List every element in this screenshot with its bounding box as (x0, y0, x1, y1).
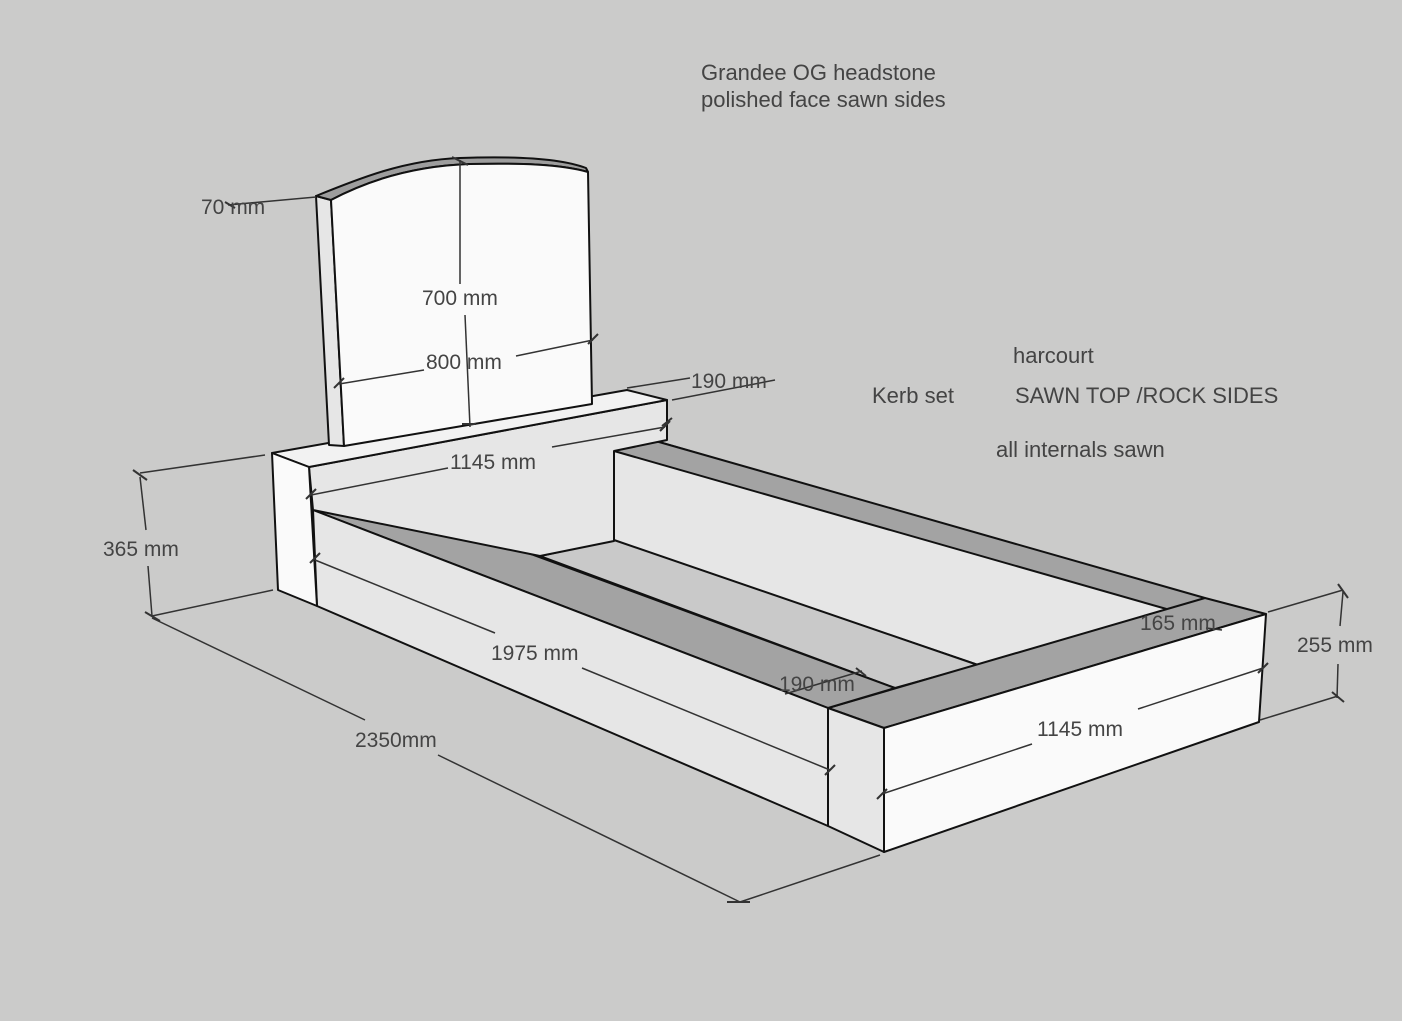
notes: Grandee OG headstone polished face sawn … (701, 60, 1278, 462)
label-foot-kerb-length: 1145 mm (1037, 718, 1123, 741)
headstone-front (330, 162, 593, 447)
label-headstone-thickness: 70 mm (201, 196, 265, 219)
kerb-set (271, 389, 1267, 853)
dimension-labels: 70 mm 700 mm 800 mm 190 mm 1145 mm 365 m… (103, 196, 1373, 752)
label-headstone-height: 700 mm (422, 287, 498, 310)
label-kerb-width: 190 mm (779, 673, 855, 696)
title-line-1: Grandee OG headstone (701, 60, 936, 85)
label-base-length: 1145 mm (450, 451, 536, 474)
label-base-depth: 190 mm (691, 370, 767, 393)
kerb-label: Kerb set (872, 383, 954, 408)
label-foot-kerb-height: 255 mm (1297, 634, 1373, 657)
label-headstone-width: 800 mm (426, 351, 502, 374)
title-line-2: polished face sawn sides (701, 87, 946, 112)
foot-kerb-end (827, 707, 885, 853)
kerb-internals: all internals sawn (996, 437, 1165, 462)
head-base-end (271, 452, 318, 607)
label-foot-kerb-top: 165 mm (1140, 612, 1216, 635)
label-overall-length: 2350mm (355, 729, 437, 752)
dimension-lines (132, 156, 1349, 903)
kerb-finish: SAWN TOP /ROCK SIDES (1015, 383, 1278, 408)
headstone (315, 156, 593, 447)
kerb-name: harcourt (1013, 343, 1094, 368)
head-base-inner-wall (308, 399, 668, 557)
label-overall-height: 365 mm (103, 538, 179, 561)
label-side-kerb-length: 1975 mm (491, 642, 579, 665)
